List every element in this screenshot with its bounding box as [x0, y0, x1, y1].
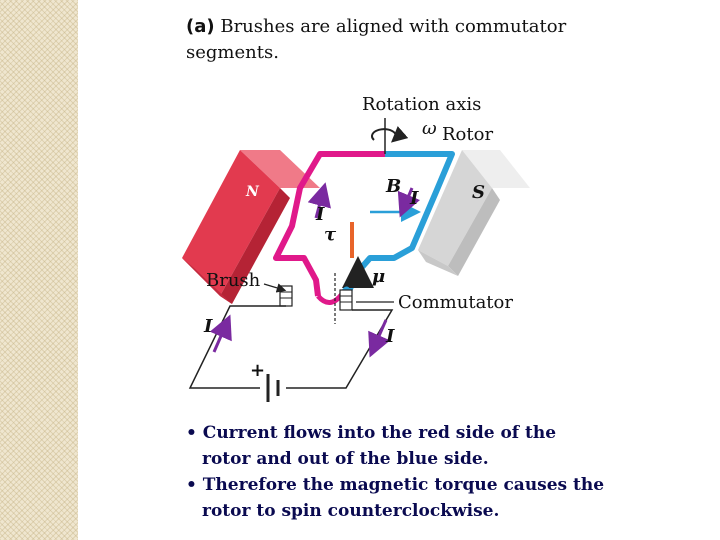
current-label-blue: I	[410, 188, 419, 209]
omega-label: ω	[422, 118, 437, 139]
south-magnet	[418, 150, 530, 276]
b-field-label: B	[386, 176, 402, 197]
current-arrow-blue	[397, 187, 420, 218]
torque-label: τ	[324, 224, 337, 245]
battery	[266, 374, 280, 402]
caption-text: Brushes are aligned with commutator segm…	[186, 16, 567, 63]
note-item: • Current flows into the red side of the…	[186, 423, 557, 469]
current-arrow-red	[307, 182, 331, 219]
current-label-left-wire: I	[204, 316, 213, 337]
explanation-notes: • Current flows into the red side of the…	[186, 420, 606, 524]
current-label-red: I	[316, 204, 325, 225]
motor-diagram-svg	[182, 118, 530, 402]
rotor-label: Rotor	[442, 124, 494, 145]
note-item: • Therefore the magnetic torque causes t…	[186, 475, 605, 521]
north-magnet	[182, 150, 320, 304]
current-label-right-wire: I	[386, 326, 395, 347]
right-brush	[339, 289, 353, 311]
battery-plus-label: +	[250, 360, 266, 381]
omega-rotation-arrow	[371, 126, 409, 143]
north-pole-label: N	[246, 184, 259, 200]
commutator-label: Commutator	[398, 292, 513, 313]
rotor-red-side	[273, 151, 385, 297]
motor-diagram: Rotation axis ω Rotor B I I N S τ μ Brus…	[180, 88, 540, 420]
external-circuit	[188, 305, 394, 389]
brush-pointer	[263, 283, 287, 293]
brush-label: Brush	[206, 270, 261, 291]
mu-label: μ	[372, 266, 386, 287]
current-arrow-right-wire	[368, 319, 391, 358]
south-pole-label: S	[472, 182, 485, 203]
current-arrow-left-wire	[209, 314, 232, 353]
decorative-side-pattern	[0, 0, 78, 540]
caption-tag: (a)	[186, 16, 215, 37]
figure-caption: (a) Brushes are aligned with commutator …	[186, 14, 586, 66]
rotation-axis-label: Rotation axis	[362, 94, 482, 115]
